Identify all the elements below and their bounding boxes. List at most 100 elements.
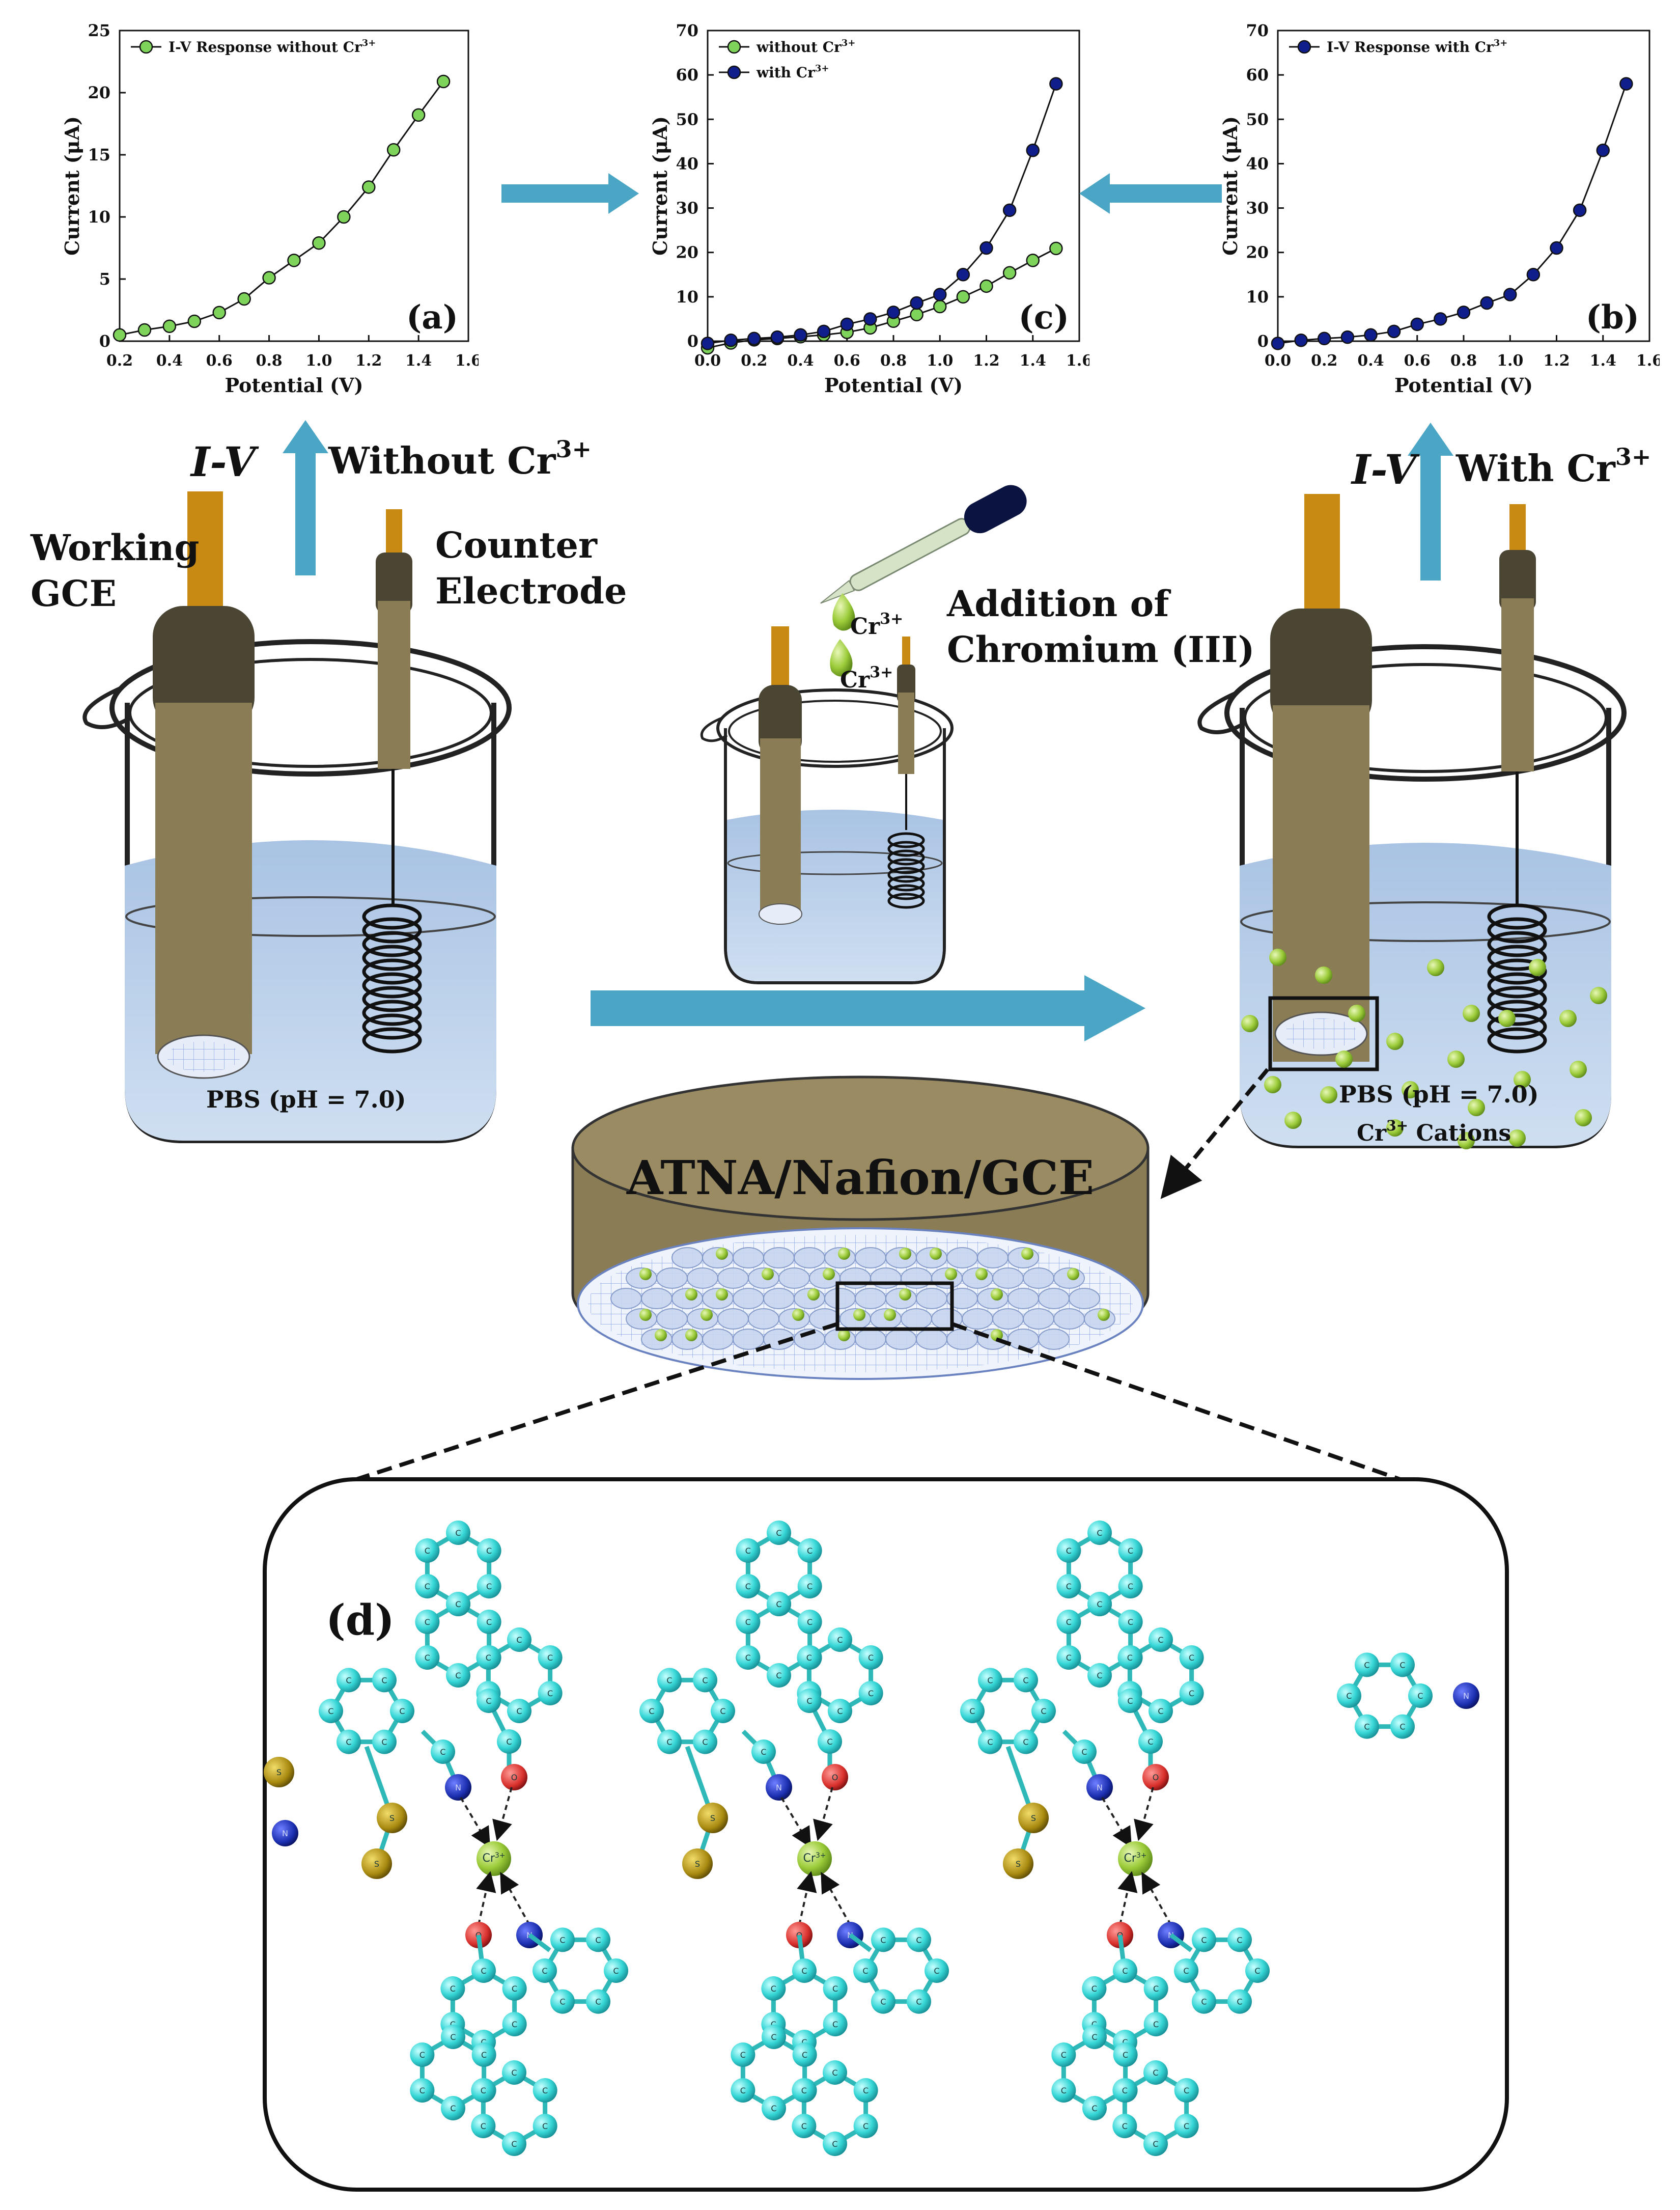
atom-c: C: [1174, 2114, 1199, 2138]
svg-text:C: C: [516, 1706, 522, 1716]
atom-c: C: [1051, 2042, 1076, 2067]
svg-text:C: C: [987, 1675, 993, 1685]
data-point-0-3: [1340, 330, 1355, 344]
iv-label-left: I-V: [190, 438, 259, 486]
svg-text:C: C: [880, 1997, 886, 2007]
svg-text:C: C: [455, 1528, 461, 1538]
x-tick-label: 0.8: [880, 352, 907, 370]
atom-c: C: [1143, 2132, 1168, 2156]
y-tick-label: 0: [99, 332, 110, 351]
svg-text:C: C: [399, 1706, 405, 1716]
atom-c: C: [507, 1699, 531, 1723]
atom-c: C: [823, 2012, 848, 2036]
arrow-b-to-c: [1079, 173, 1222, 214]
svg-text:C: C: [745, 1582, 751, 1591]
atom-c: C: [415, 1538, 440, 1563]
x-tick-label: 1.4: [405, 352, 432, 370]
x-tick-label: 0.6: [206, 352, 233, 370]
data-point-0-11: [956, 290, 970, 304]
data-point-0-2: [1318, 332, 1331, 346]
svg-text:C: C: [419, 2050, 425, 2060]
svg-text:C: C: [916, 1997, 921, 2007]
svg-text:C: C: [1091, 1984, 1097, 1994]
dashed-arrow-to-disk: [1160, 1068, 1270, 1199]
data-point-0-1: [137, 323, 152, 337]
svg-text:C: C: [1364, 1722, 1369, 1732]
data-point-0-12: [1550, 241, 1563, 255]
molecular-structure: CCCCCCCCCCCCCCCCCCCCCCCCCCCNOSSCr3+ONCCC…: [264, 1521, 1479, 2156]
x-tick-label: 1.4: [1590, 352, 1616, 370]
svg-text:C: C: [511, 2139, 517, 2149]
y-tick-label: 50: [676, 109, 698, 129]
svg-text:C: C: [1153, 2139, 1158, 2149]
atom-c: C: [533, 1958, 557, 1983]
atom-s: S: [682, 1848, 713, 1879]
svg-text:C: C: [486, 1582, 492, 1591]
svg-text:C: C: [934, 1966, 939, 1976]
atom-c: C: [853, 2114, 878, 2138]
data-point-0-5: [1387, 324, 1401, 339]
svg-text:C: C: [863, 2121, 869, 2131]
svg-text:C: C: [486, 1653, 491, 1663]
svg-text:C: C: [720, 1706, 725, 1716]
svg-text:C: C: [1189, 1653, 1194, 1663]
svg-text:C: C: [1158, 1635, 1163, 1645]
atom-c: C: [1390, 1714, 1415, 1739]
svg-text:C: C: [481, 2037, 486, 2047]
svg-text:N: N: [1097, 1783, 1103, 1792]
atom-c: C: [477, 1610, 501, 1634]
y-tick-label: 60: [676, 65, 698, 85]
svg-text:N: N: [1463, 1691, 1469, 1701]
atom-c: C: [853, 2078, 878, 2103]
atom-c: C: [415, 1610, 440, 1634]
atom-c: C: [736, 1538, 761, 1563]
svg-text:C: C: [761, 1747, 766, 1757]
svg-text:C: C: [1128, 1546, 1133, 1556]
atom-c: C: [639, 1699, 664, 1723]
droplets: [830, 593, 855, 677]
atom-c: C: [319, 1699, 343, 1723]
data-point-1-2: [747, 332, 761, 346]
atom-c: C: [477, 1689, 501, 1713]
without-cr-label: Without Cr3+: [328, 435, 592, 482]
atom-c: C: [1072, 1739, 1097, 1764]
atom-n: N: [766, 1774, 792, 1801]
svg-text:C: C: [837, 1635, 843, 1645]
atom-c: C: [1192, 1927, 1216, 1952]
atom-c: C: [736, 1645, 761, 1670]
pbs-label-left: PBS (pH = 7.0): [206, 1086, 406, 1113]
svg-text:C: C: [1201, 1935, 1207, 1945]
x-tick-label: 0.8: [1450, 352, 1477, 370]
atom-c: C: [372, 1729, 397, 1754]
panel-d-label: (d): [326, 1596, 395, 1645]
atom-s: S: [377, 1803, 407, 1833]
atom-c: C: [502, 2132, 526, 2156]
data-point-0-3: [187, 314, 202, 328]
svg-text:C: C: [1399, 1722, 1405, 1732]
y-tick-label: 30: [1246, 199, 1269, 218]
addition-label: Addition of: [946, 583, 1171, 625]
svg-text:C: C: [450, 2104, 456, 2113]
svg-text:C: C: [595, 1935, 601, 1945]
x-tick-label: 1.0: [305, 352, 332, 370]
svg-text:N: N: [455, 1783, 461, 1792]
svg-text:C: C: [1122, 2086, 1128, 2095]
atom-c: C: [415, 1645, 440, 1670]
left-counter-electrode: [362, 509, 422, 1054]
data-point-0-7: [287, 254, 301, 267]
atom-c: C: [1179, 1645, 1204, 1670]
atom-c: C: [586, 1927, 610, 1952]
data-point-0-1: [1294, 334, 1308, 347]
atom-c: C: [502, 2060, 526, 2085]
svg-text:N: N: [282, 1829, 288, 1838]
svg-text:C: C: [1122, 2121, 1128, 2131]
svg-text:C: C: [801, 2121, 807, 2131]
svg-text:C: C: [1153, 1984, 1159, 1994]
atom-c: C: [440, 1976, 465, 2001]
svg-text:C: C: [1122, 2037, 1128, 2047]
atom-c: C: [797, 1610, 822, 1634]
x-axis-label: Potential (V): [1394, 374, 1533, 397]
left-beaker: [82, 639, 512, 1143]
atom-c: C: [797, 1645, 822, 1670]
zoom-line-left: [355, 1322, 838, 1481]
